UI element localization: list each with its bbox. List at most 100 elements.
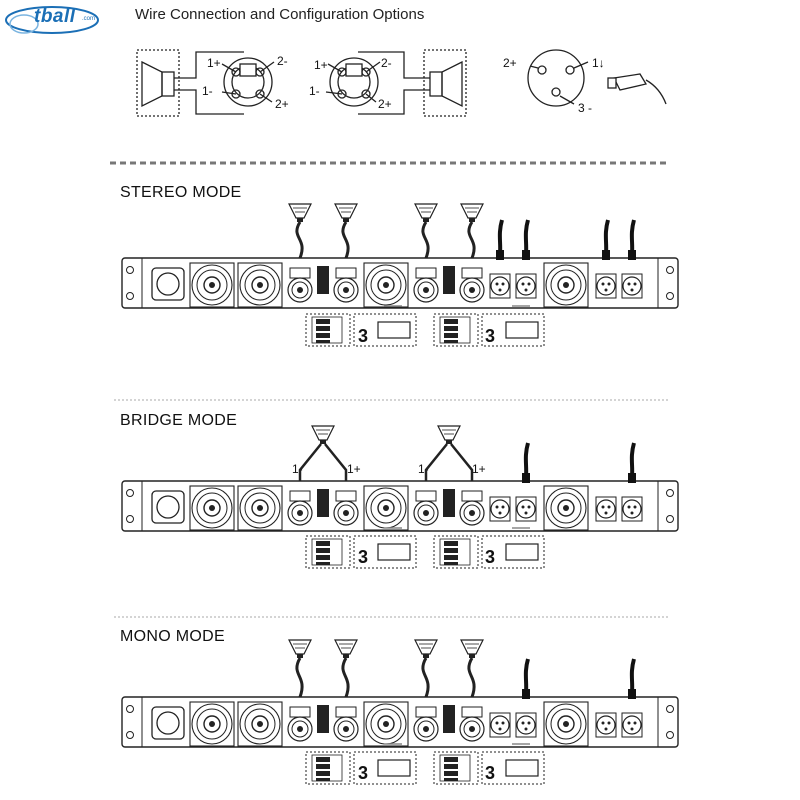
bridge-xlr-cable-icon bbox=[626, 441, 638, 485]
bridge-speakon-output-icon bbox=[459, 490, 485, 526]
logo-suffix: .com bbox=[82, 16, 96, 22]
mono-xlr-cable-icon bbox=[626, 657, 638, 701]
left-speaker-icon bbox=[136, 49, 180, 117]
bridge-speaker-cable-plus bbox=[324, 443, 348, 481]
stereo-amplifier-rack bbox=[121, 257, 679, 309]
bridge-speaker-cable-plus bbox=[450, 443, 474, 481]
stereo-xlr-input-icon bbox=[489, 273, 511, 299]
bridge-rack-ear-hole bbox=[666, 515, 674, 523]
bridge-speakon-output-icon bbox=[333, 490, 359, 526]
bridge-label-ch1-minus: 1- bbox=[292, 462, 303, 476]
stereo-speaker-cable-d bbox=[467, 221, 476, 259]
bridge-xlr-input-icon bbox=[515, 496, 537, 522]
mono-speaker-cable-d bbox=[467, 657, 476, 698]
stereo-xlr-cable-icon bbox=[626, 218, 638, 262]
bridge-speaker-cable-minus bbox=[298, 443, 322, 481]
stereo-speakon-output-icon bbox=[287, 267, 313, 303]
stereo-speaker-cable-a bbox=[295, 221, 304, 259]
bridge-switch1-digit: 3 bbox=[358, 547, 369, 567]
bridge-rack-panel bbox=[121, 480, 679, 532]
bridge-breaker-block bbox=[317, 489, 329, 517]
mono-rack-ear-hole bbox=[126, 731, 134, 739]
stereo-speaker-horn-icon bbox=[460, 203, 484, 223]
bridge-speaker-cable-minus bbox=[424, 443, 448, 481]
logo-text: tball bbox=[34, 6, 76, 27]
bridge-rack-ear-hole bbox=[126, 515, 134, 523]
stereo-xlr-cable-icon bbox=[600, 218, 612, 262]
left-connector-pin-2minus: 2- bbox=[277, 54, 288, 68]
stereo-rack-ear-hole bbox=[126, 292, 134, 300]
bridge-amplifier-rack bbox=[121, 480, 679, 532]
site-logo: tball .com bbox=[4, 2, 100, 38]
mono-xlr-input-icon bbox=[595, 712, 617, 738]
stereo-switch1-digit: 3 bbox=[358, 326, 369, 346]
mono-speaker-horn-icon bbox=[414, 639, 438, 659]
mono-xlr-cable-icon bbox=[520, 657, 532, 701]
left-speakon-connector-icon bbox=[174, 51, 275, 115]
mono-speakon-output-icon bbox=[333, 706, 359, 742]
bridge-xlr-input-icon bbox=[595, 496, 617, 522]
mono-amplifier-rack bbox=[121, 696, 679, 748]
mono-speakon-output-icon bbox=[413, 706, 439, 742]
left-connector-pin-1minus: 1- bbox=[202, 84, 213, 98]
stereo-speaker-horn-icon bbox=[288, 203, 312, 223]
right-speaker-icon bbox=[423, 49, 467, 117]
stereo-mode-title: STEREO MODE bbox=[120, 184, 242, 201]
bridge-speakon-output-icon bbox=[413, 490, 439, 526]
left-connector-pin-2plus: 2+ bbox=[275, 97, 289, 111]
right-connector-pin-2plus: 2+ bbox=[378, 97, 392, 111]
stereo-speaker-horn-icon bbox=[414, 203, 438, 223]
stereo-xlr-cable-icon bbox=[520, 218, 532, 262]
page-title: Wire Connection and Configuration Option… bbox=[135, 6, 425, 23]
stereo-xlr-input-icon bbox=[595, 273, 617, 299]
stereo-rack-ear-hole bbox=[666, 266, 674, 274]
stereo-speakon-output-icon bbox=[459, 267, 485, 303]
mono-speaker-horn-icon bbox=[334, 639, 358, 659]
right-connector-pin-2minus: 2- bbox=[381, 56, 392, 70]
bridge-label-ch2-minus: 1- bbox=[418, 462, 429, 476]
bridge-speaker-horn-icon bbox=[311, 425, 335, 445]
mono-speakon-output-icon bbox=[287, 706, 313, 742]
mono-rack-ear-hole bbox=[666, 731, 674, 739]
mono-breaker-block bbox=[317, 705, 329, 733]
stereo-speaker-horn-icon bbox=[334, 203, 358, 223]
bridge-mode-title: BRIDGE MODE bbox=[120, 412, 238, 429]
mono-speaker-horn-icon bbox=[460, 639, 484, 659]
right-speakon-connector-icon bbox=[325, 51, 430, 115]
bridge-xlr-input-icon bbox=[621, 496, 643, 522]
left-connector-pin-1plus: 1+ bbox=[207, 56, 221, 70]
stereo-speakon-output-icon bbox=[333, 267, 359, 303]
stereo-rack-panel bbox=[121, 257, 679, 309]
mono-speakon-output-icon bbox=[459, 706, 485, 742]
mono-speaker-cable-b bbox=[341, 657, 350, 698]
bridge-label-ch1-plus: 1+ bbox=[347, 462, 361, 476]
xlr-plug-icon bbox=[607, 73, 667, 105]
stereo-power-socket-ring bbox=[156, 272, 180, 296]
mono-xlr-input-icon bbox=[489, 712, 511, 738]
mono-rack-panel bbox=[121, 696, 679, 748]
bridge-label-ch2-plus: 1+ bbox=[472, 462, 486, 476]
mono-speaker-horn-icon bbox=[288, 639, 312, 659]
bridge-rack-ear-hole bbox=[666, 489, 674, 497]
bridge-xlr-cable-icon bbox=[520, 441, 532, 485]
xlr-connector-icon bbox=[527, 49, 589, 107]
stereo-speaker-cable-c bbox=[421, 221, 430, 259]
mono-xlr-input-icon bbox=[621, 712, 643, 738]
mono-xlr-input-icon bbox=[515, 712, 537, 738]
stereo-speaker-cable-b bbox=[341, 221, 350, 259]
wiring-decor bbox=[288, 203, 638, 785]
mono-breaker-block bbox=[443, 705, 455, 733]
stereo-xlr-cable-icon bbox=[494, 218, 506, 262]
bridge-switch2-digit: 3 bbox=[485, 547, 496, 567]
mono-power-socket-ring bbox=[156, 711, 180, 735]
bridge-breaker-block bbox=[443, 489, 455, 517]
stereo-switch2-digit: 3 bbox=[485, 326, 496, 346]
mono-mode-title: MONO MODE bbox=[120, 628, 225, 645]
xlr-pin-1: 1↓ bbox=[592, 56, 605, 70]
stereo-xlr-input-icon bbox=[515, 273, 537, 299]
stereo-xlr-input-icon bbox=[621, 273, 643, 299]
bridge-speaker-horn-icon bbox=[437, 425, 461, 445]
bridge-xlr-input-icon bbox=[489, 496, 511, 522]
right-connector-pin-1minus: 1- bbox=[309, 84, 320, 98]
